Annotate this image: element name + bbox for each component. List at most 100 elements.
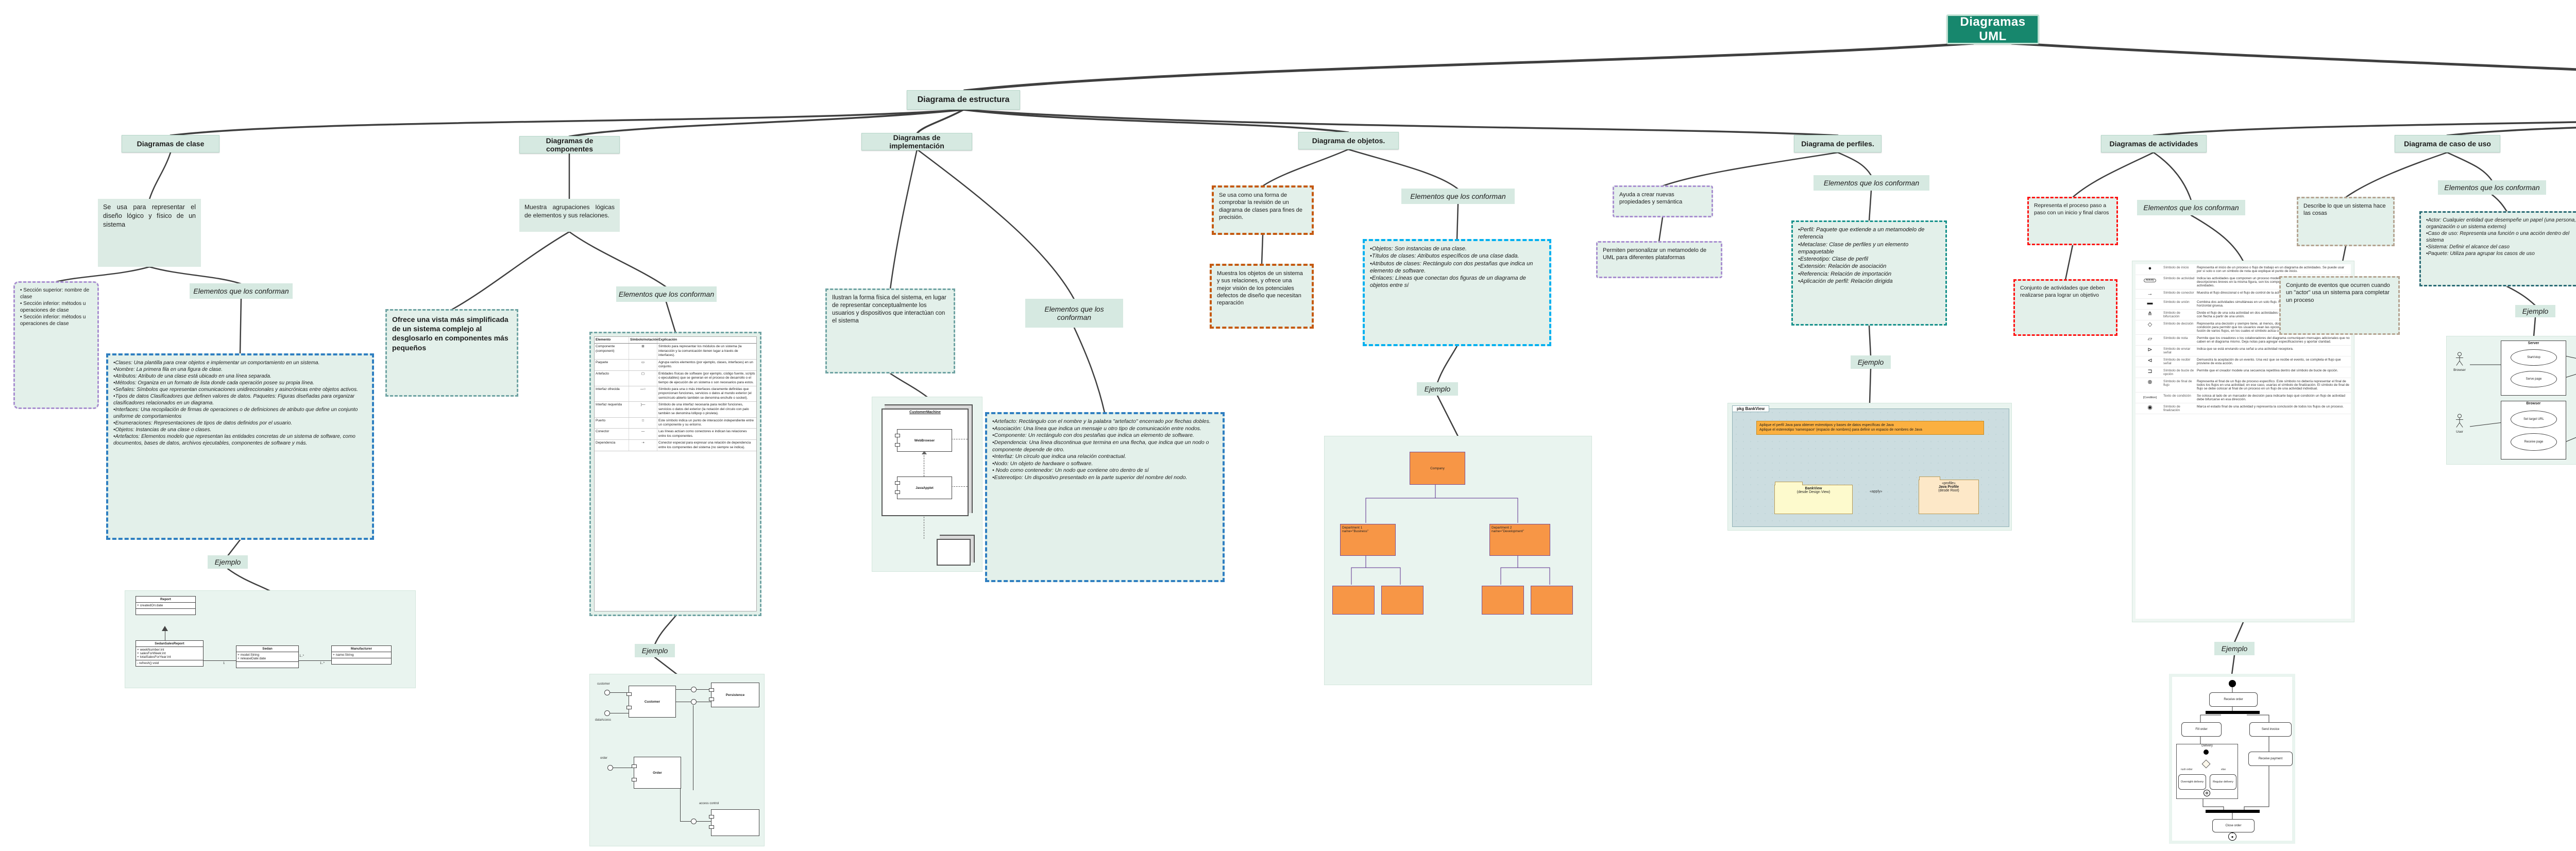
actividades-elements-label[interactable]: Elementos que los conforman — [2137, 200, 2245, 215]
componentes-desc[interactable]: Muestra agrupaciones lógicas de elemento… — [519, 199, 620, 232]
casouso-example-label[interactable]: Ejemplo — [2515, 305, 2555, 317]
perfiles-box2[interactable]: Permiten personalizar un metamodelo de U… — [1596, 241, 1722, 278]
receive-signal-icon: ⊲ — [2147, 358, 2153, 364]
objetos-elements-label[interactable]: Elementos que los conforman — [1401, 189, 1515, 204]
required-interface-icon: )— — [640, 403, 646, 407]
association-line — [202, 660, 236, 661]
implementacion-left-box[interactable]: Ilustran la forma física del sistema, en… — [825, 288, 955, 373]
association-line — [298, 660, 331, 661]
actividades-example-label[interactable]: Ejemplo — [2214, 642, 2255, 655]
actividades-box1[interactable]: Representa el proceso paso a paso con un… — [2027, 197, 2118, 245]
table-row: Dependencia⇢Conector especial para expre… — [595, 440, 756, 452]
object-department2: Department 2 name="Development" — [1489, 524, 1550, 556]
actividades-box2[interactable]: Conjunto de actividades que deben realiz… — [2013, 279, 2117, 336]
node-diagrama-de-caso-de-uso[interactable]: Diagrama de caso de uso — [2395, 135, 2500, 152]
casouso-box1[interactable]: Describe lo que un sistema hace las cosa… — [2297, 197, 2395, 246]
inheritance-arrow-icon — [162, 626, 168, 631]
deployment-node-customermachine: CustomerMachine WebBrowser JavaApplet — [882, 409, 969, 516]
clase-elements-box[interactable]: •Clases: Una plantilla para crear objeto… — [106, 353, 374, 540]
package-bankview: BankView (desde Design View) — [1774, 482, 1853, 514]
perfiles-elements-label[interactable]: Elementos que los conforman — [1814, 175, 1929, 191]
node-diagramas-de-componentes[interactable]: Diagramas de componentes — [519, 136, 620, 154]
activity-receive-payment: Receive payment — [2248, 752, 2293, 766]
node-diagramas-de-implementacion[interactable]: Diagramas de implementación — [861, 133, 972, 150]
actividades-example-panel[interactable]: Receive order Fill order Send invoice De… — [2169, 674, 2295, 844]
implementacion-elements-box[interactable]: •Artefacto: Rectángulo con el nombre y l… — [985, 412, 1225, 582]
multiplicity-label: 1..* — [320, 662, 325, 665]
activity-overnight-delivery: Overnight delivery — [2178, 774, 2206, 790]
class-sedan: Sedan+ model:String + releaseDate:date — [236, 645, 299, 668]
port-icon: □ — [642, 418, 644, 422]
table-row: Paquete▭Agrupa varios elementos (por eje… — [595, 359, 756, 371]
clase-example-label[interactable]: Ejemplo — [208, 555, 248, 569]
table-row: Componente (component)⊞Símbolo para repr… — [595, 344, 756, 360]
casouso-box2[interactable]: Conjunto de eventos que ocurren cuando u… — [2279, 276, 2400, 335]
table-row: Interfaz ofrecida—○Símbolo para una o má… — [595, 386, 756, 402]
objetos-box2[interactable]: Muestra los objetos de un sistema y sus … — [1210, 264, 1314, 329]
send-signal-icon: ⊳ — [2147, 347, 2153, 353]
note-box: Aplique el perfil Java para obtener estr… — [1756, 421, 1984, 435]
object-item — [1381, 586, 1423, 615]
casouso-example-panel[interactable]: Server Start/stop Serve page Browser Adm… — [2446, 336, 2576, 465]
label-dataaccess: dataAccess — [595, 719, 612, 722]
table-header: Elemento — [595, 337, 629, 344]
componentes-elements-label[interactable]: Elementos que los conforman — [616, 286, 717, 302]
objetos-example-panel[interactable]: Company Department 1 name="Business" Dep… — [1324, 436, 1592, 685]
perfiles-box1[interactable]: Ayuda a crear nuevas propiedades y semán… — [1613, 185, 1713, 217]
casouso-elements-box[interactable]: •Actor: Cualquier entidad que desempeñe … — [2419, 211, 2576, 286]
componentes-example-label[interactable]: Ejemplo — [635, 644, 675, 657]
perfiles-elements-box[interactable]: •Perfil: Paquete que extiende a un metam… — [1791, 220, 1947, 326]
clase-example-panel[interactable]: Report+ createdOn:date SedanSalesReport+… — [125, 590, 416, 688]
label-access-control: access control — [699, 802, 719, 805]
object-department1: Department 1 name="Business" — [1340, 524, 1396, 556]
perfiles-example-panel[interactable]: pkg BankView Aplique el perfil Java para… — [1727, 403, 2012, 531]
lollipop-interface-icon — [604, 710, 610, 716]
object-company: Company — [1410, 452, 1465, 485]
root-node[interactable]: Diagramas UML — [1946, 14, 2039, 44]
objetos-example-label[interactable]: Ejemplo — [1417, 382, 1458, 396]
package-javaprofile: «profile» Java Profile (desde Root) — [1919, 476, 1979, 514]
table-row: Artefacto▢Entidades físicas de software … — [595, 370, 756, 386]
actor-user: User — [2449, 414, 2470, 434]
node-diagrama-de-objetos[interactable]: Diagrama de objetos. — [1298, 132, 1399, 149]
clase-elements-label[interactable]: Elementos que los conforman — [190, 283, 293, 299]
dependency-icon: ⇢ — [641, 441, 645, 445]
clase-desc[interactable]: Se usa para representar el diseño lógico… — [98, 199, 201, 267]
casouso-elements-label[interactable]: Elementos que los conforman — [2438, 180, 2546, 195]
join-icon: ▬ — [2147, 300, 2153, 306]
activity-send-invoice: Send invoice — [2249, 722, 2292, 737]
table-row: Interfaz requerida)—Símbolo de una inter… — [595, 402, 756, 418]
activity-close-order: Close order — [2212, 819, 2255, 832]
node-diagramas-de-actividades[interactable]: Diagramas de actividades — [2101, 135, 2207, 152]
system-browser: Browser Set target URL Receive page — [2501, 401, 2566, 459]
clase-sections-box[interactable]: • Sección superior: nombre de clase • Se… — [13, 281, 99, 409]
objetos-box1[interactable]: Se usa como una forma de comprobar la re… — [1212, 185, 1314, 235]
objetos-elements-box[interactable]: •Objetos: Son instancias de una clase. •… — [1363, 239, 1551, 346]
fork-icon: ⋔ — [2147, 311, 2153, 317]
componentes-left-box[interactable]: Ofrece una vista más simplificada de un … — [385, 309, 518, 397]
node-diagrama-de-perfiles[interactable]: Diagrama de perfiles. — [1794, 135, 1882, 152]
object-item — [1482, 586, 1524, 615]
class-manufacturer: Manufacturer+ name:String — [331, 645, 392, 665]
object-item — [1332, 586, 1375, 615]
table-row: Conector—Las líneas actúan como conector… — [595, 429, 756, 440]
label-customer: customer — [597, 683, 610, 686]
final-node-icon: ● — [2228, 832, 2236, 841]
start-node-icon — [2229, 680, 2236, 687]
perfiles-example-label[interactable]: Ejemplo — [1851, 355, 1891, 369]
branch-estructura[interactable]: Diagrama de estructura — [907, 90, 1020, 110]
node-diagramas-de-clase[interactable]: Diagramas de clase — [122, 135, 219, 152]
implementacion-example-panel[interactable]: CustomerMachine WebBrowser JavaApplet — [872, 397, 982, 572]
condition-text-icon: [Condition] — [2143, 396, 2157, 399]
actor-browser: Browser — [2449, 352, 2470, 372]
table-header: Símbolo/notación — [629, 337, 658, 344]
object-item — [1531, 586, 1573, 615]
componentes-example-panel[interactable]: customer dataAccess Customer Persistence… — [589, 674, 765, 846]
start-icon: ● — [2148, 265, 2152, 271]
implementacion-elements-label[interactable]: Elementos que los conforman — [1025, 299, 1123, 328]
